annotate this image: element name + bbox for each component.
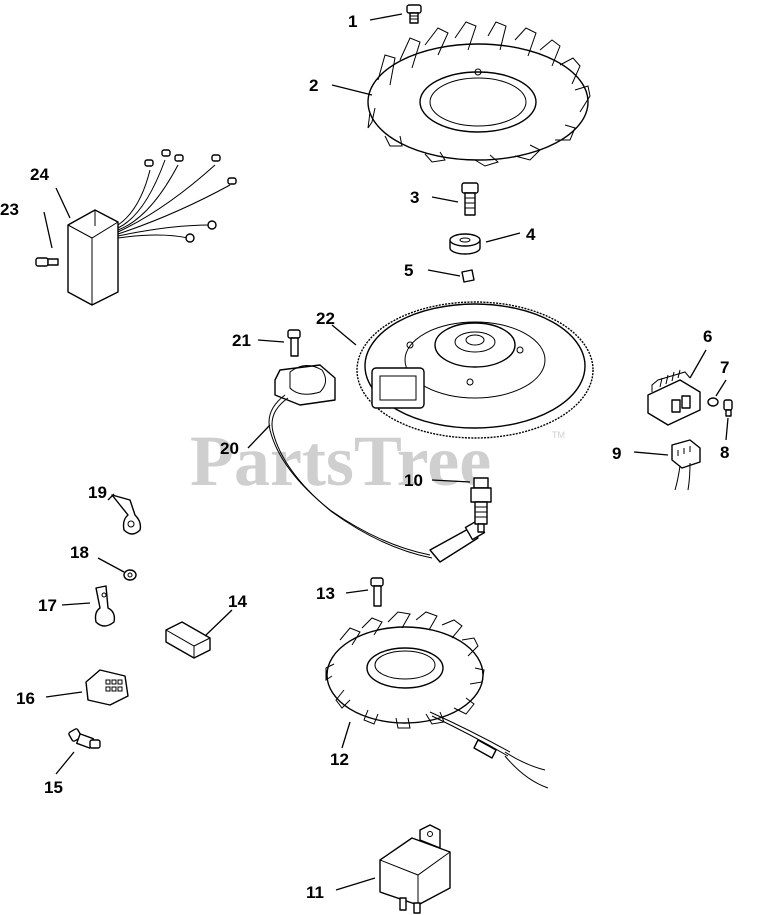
part-6-regulator[interactable] [647,369,701,426]
part-13-screw[interactable] [370,577,384,607]
callout-20: 20 [220,439,239,458]
part-2-fan[interactable] [367,21,591,167]
part-4-washer[interactable] [449,233,481,255]
part-5-key[interactable] [461,269,475,283]
part-7-washer[interactable] [707,397,719,407]
part-17-clip[interactable] [94,585,116,627]
callout-8: 8 [720,443,729,462]
callout-14: 14 [228,592,247,611]
part-19-clip[interactable] [111,494,142,535]
part-22-flywheel[interactable] [356,301,594,439]
callout-24: 24 [30,165,49,184]
callout-21: 21 [232,331,251,350]
part-9-connector[interactable] [671,439,701,491]
part-23-screw[interactable] [35,257,59,267]
callout-5: 5 [404,261,413,280]
part-14-housing[interactable] [165,621,211,659]
part-21-screw[interactable] [287,329,301,357]
callout-9: 9 [612,444,621,463]
callout-16: 16 [16,689,35,708]
part-16-connector[interactable] [85,669,129,706]
callout-6: 6 [703,327,712,346]
callout-10: 10 [404,471,423,490]
leader-lines [43,13,729,891]
part-3-bolt[interactable] [461,182,479,216]
callout-7: 7 [720,358,729,377]
callout-15: 15 [44,778,63,797]
part-1-screw[interactable] [406,4,422,24]
callout-2: 2 [309,76,318,95]
callout-3: 3 [410,188,419,207]
callout-19: 19 [88,483,107,502]
callout-1: 1 [348,12,357,31]
part-11-relay[interactable] [379,824,451,914]
part-20-ignition-coil[interactable] [268,364,486,563]
callout-4: 4 [526,225,536,244]
watermark-trademark: TM [552,430,565,440]
part-8-screw[interactable] [723,399,733,417]
part-24-module[interactable] [67,149,237,306]
part-10-spark-plug[interactable] [470,477,492,533]
part-18-washer[interactable] [123,569,137,581]
callout-12: 12 [330,750,349,769]
callout-23: 23 [0,200,19,219]
callouts: 1 2 3 4 5 6 7 8 9 10 11 12 13 14 15 16 1… [0,12,729,902]
part-15-screw[interactable] [68,728,101,749]
part-12-stator[interactable] [325,611,549,789]
callout-11: 11 [306,883,324,902]
callout-17: 17 [38,596,57,615]
callout-13: 13 [316,584,335,603]
callout-18: 18 [70,543,89,562]
callout-22: 22 [316,309,335,328]
